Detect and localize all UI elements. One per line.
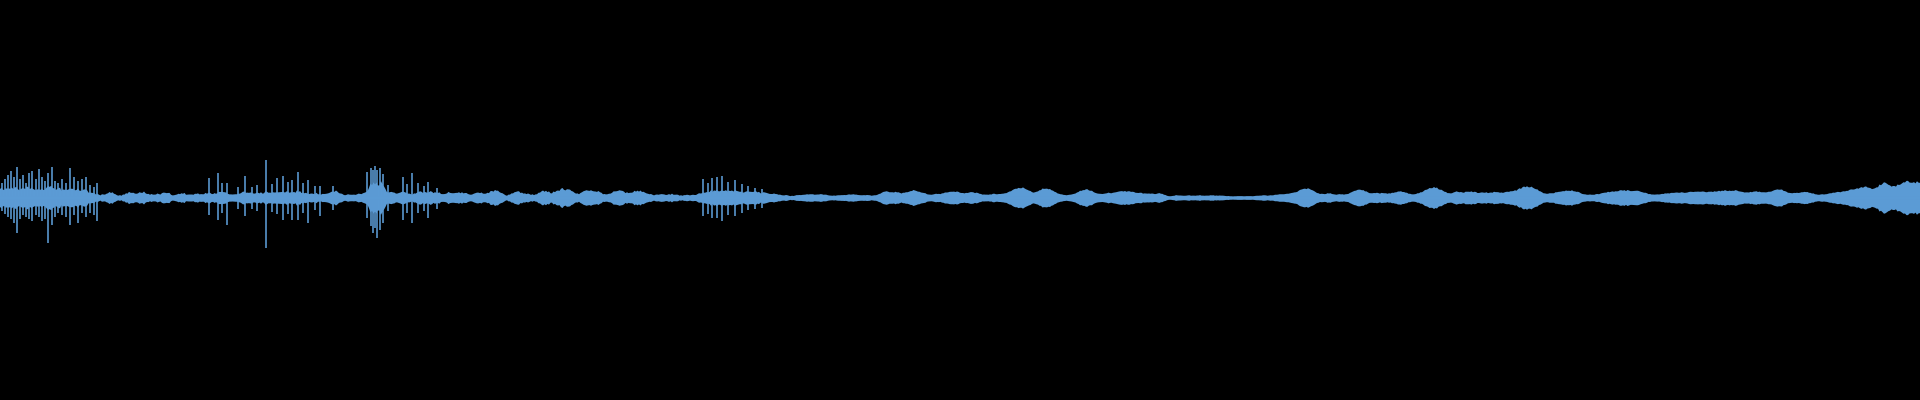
waveform-centerline bbox=[0, 196, 1920, 200]
